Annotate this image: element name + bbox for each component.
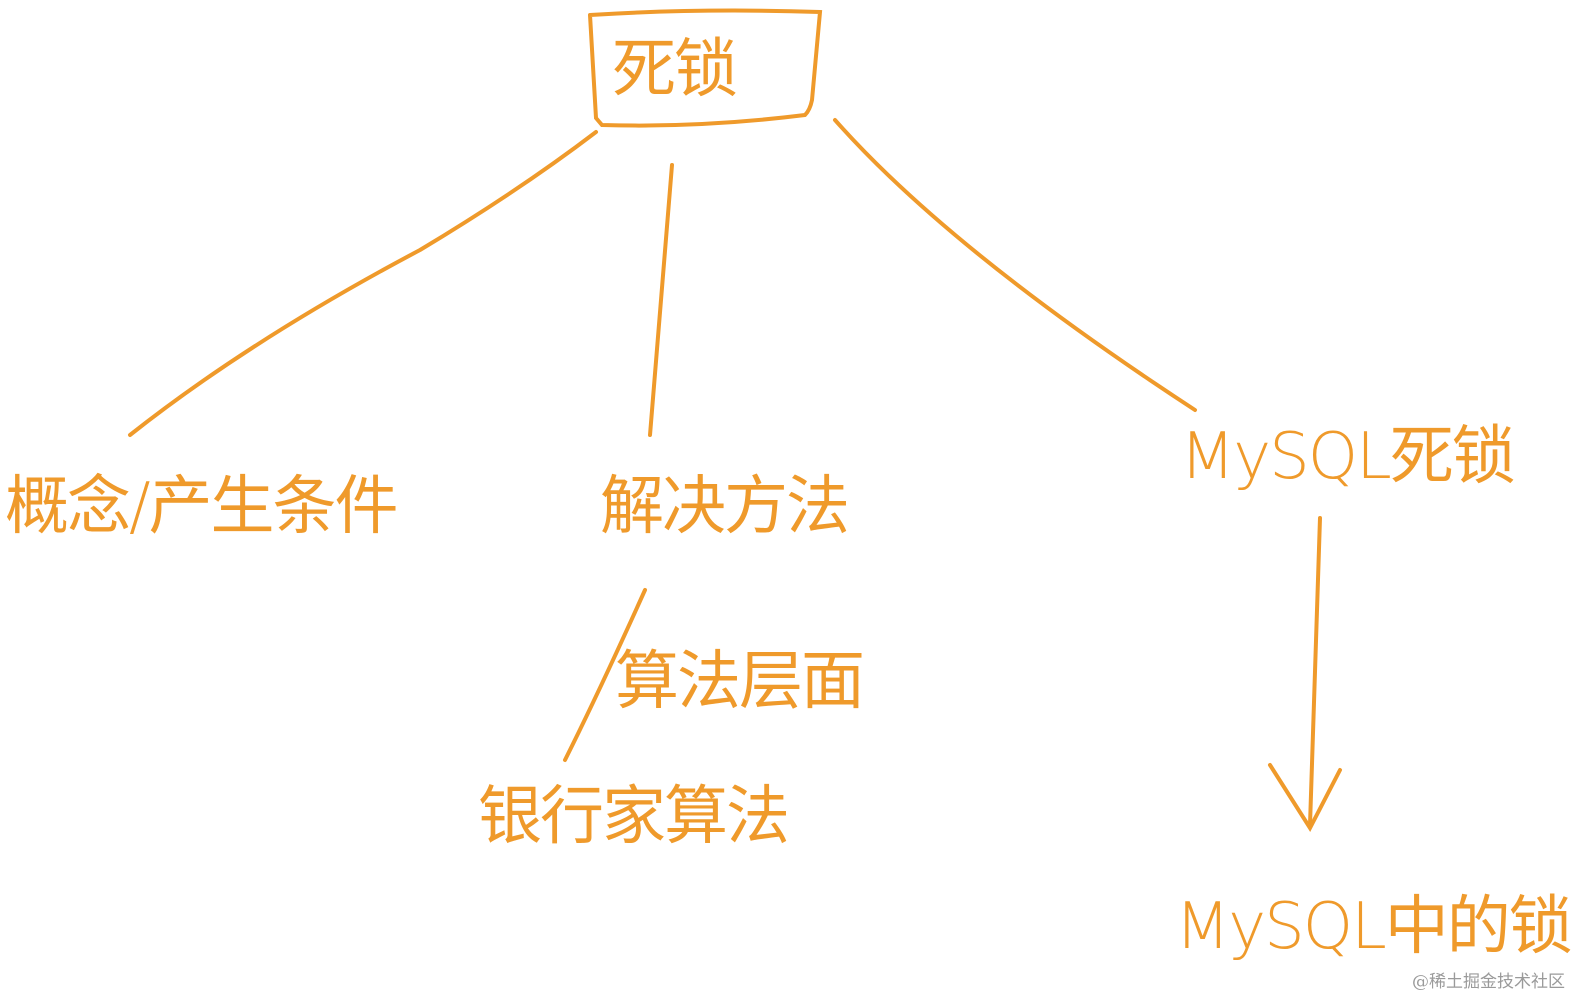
root-box [588, 8, 823, 128]
node-solution: 解决方法 [600, 470, 850, 544]
node-root: 死锁 [612, 33, 738, 107]
node-mysql-deadlock: MySQL死锁 [1180, 420, 1516, 494]
node-bankers-algorithm: 银行家算法 [478, 780, 790, 854]
edge-mysql-locks [1308, 516, 1322, 827]
node-concept: 概念/产生条件 [5, 470, 399, 544]
edge-solution-algorithm [563, 588, 647, 762]
edge-root-solution [648, 163, 674, 437]
node-algorithm-level: 算法层面 [615, 645, 865, 719]
edge-root-concept [128, 130, 598, 437]
node-mysql-locks: MySQL中的锁 [1175, 890, 1571, 964]
arrowhead-icon [1268, 763, 1342, 833]
watermark: @稀土掘金技术社区 [1412, 972, 1565, 992]
edge-root-mysql [833, 118, 1197, 412]
